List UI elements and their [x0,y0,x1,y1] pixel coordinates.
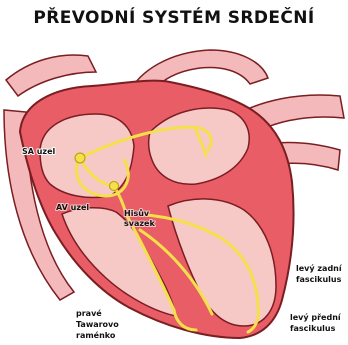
left-posterior-fascicle-label-line1: levý zadní [296,264,343,273]
left-anterior-fascicle-label-line1: levý přední [290,313,342,322]
av-node-label: AV uzel [56,203,89,212]
his-bundle-label-line1: Hisův [124,208,150,218]
right-bundle-branch-label-line3: raménko [76,330,116,340]
right-bundle-branch-label-line1: pravé [76,308,102,318]
av-node-marker [110,182,119,191]
his-bundle-label-line2: svazek [124,219,155,228]
left-anterior-fascicle-label-line2: fascikulus [290,324,336,333]
left-posterior-fascicle-label-line2: fascikulus [296,275,342,284]
sa-node-label: SA uzel [22,147,56,156]
sa-node-marker [75,153,85,163]
right-bundle-branch-label-line2: Tawarovo [76,320,119,329]
